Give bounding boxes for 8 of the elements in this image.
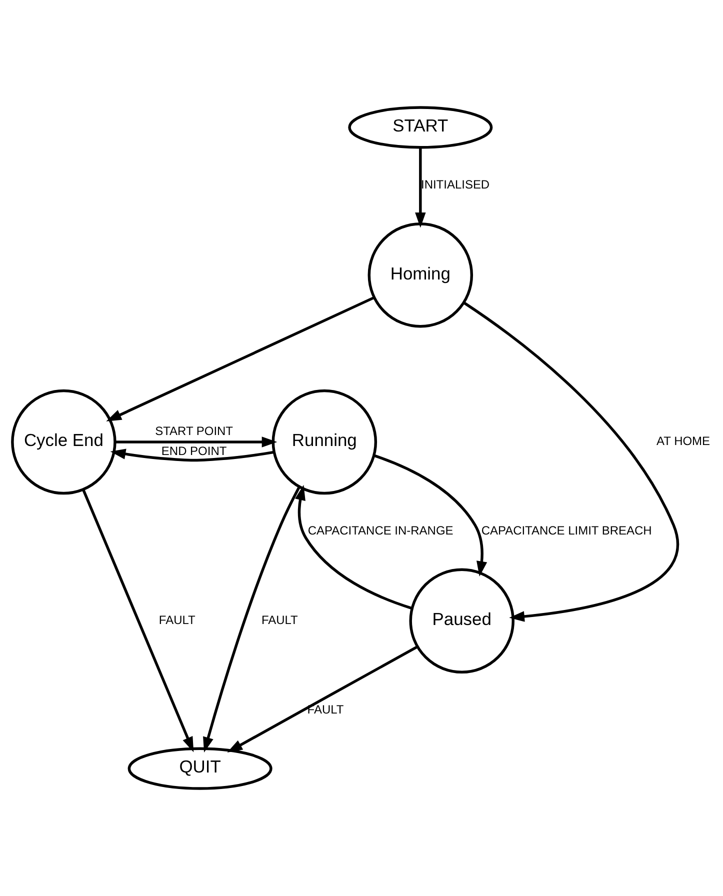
edge-label: FAULT — [158, 612, 196, 627]
edge-label: END POINT — [161, 444, 227, 458]
edge-label: INITIALISED — [421, 178, 490, 192]
edge-label: START POINT — [155, 424, 234, 438]
edge-label: AT HOME — [656, 434, 710, 448]
edge-label: FAULT — [261, 612, 298, 627]
edge-label: CAPACITANCE IN-RANGE — [308, 524, 454, 538]
edge-label: CAPACITANCE LIMIT BREACH — [481, 524, 652, 538]
